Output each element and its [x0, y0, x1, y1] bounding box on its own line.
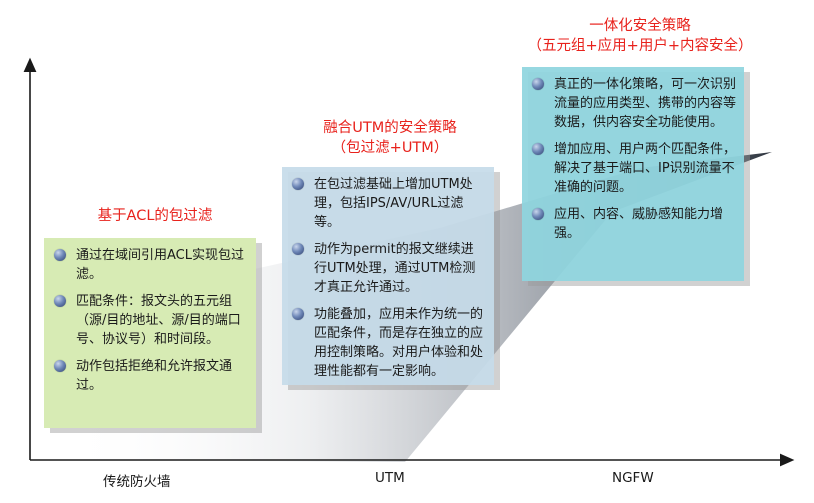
- sphere-bullet-icon: [532, 143, 544, 155]
- sphere-bullet-icon: [54, 295, 66, 307]
- stage-title-utm: 融合UTM的安全策略 （包过滤+UTM）: [290, 118, 490, 158]
- bullet-text: 真正的一体化策略，可一次识别流量的应用类型、携带的内容等数据，供内容安全功能使用…: [554, 77, 737, 130]
- axis-label-ngfw: NGFW: [612, 470, 654, 486]
- bullet-item: 真正的一体化策略，可一次识别流量的应用类型、携带的内容等数据，供内容安全功能使用…: [532, 75, 736, 132]
- sphere-bullet-icon: [292, 308, 304, 320]
- stage-title-acl-line: 基于ACL的包过滤: [97, 208, 213, 224]
- bullet-item: 动作包括拒绝和允许报文通过。: [54, 357, 248, 395]
- bullet-text: 应用、内容、威胁感知能力增强。: [554, 207, 724, 241]
- stage-title-ngfw: 一体化安全策略 （五元组+应用+用户+内容安全）: [510, 16, 770, 56]
- bullet-text: 功能叠加，应用未作为统一的匹配条件，而是存在独立的应用控制策略。对用户体验和处理…: [314, 307, 484, 379]
- bullet-item: 通过在域间引用ACL实现包过滤。: [54, 246, 248, 284]
- sphere-bullet-icon: [532, 208, 544, 220]
- bullet-item: 匹配条件：报文头的五元组（源/目的地址、源/目的端口号、协议号）和时间段。: [54, 292, 248, 349]
- bullet-item: 应用、内容、威胁感知能力增强。: [532, 205, 736, 243]
- panel-ngfw: 真正的一体化策略，可一次识别流量的应用类型、携带的内容等数据，供内容安全功能使用…: [522, 67, 744, 281]
- axis-label-traditional-firewall: 传统防火墙: [103, 474, 171, 490]
- axis-label-utm: UTM: [375, 470, 405, 486]
- stage-title-acl: 基于ACL的包过滤: [70, 206, 240, 226]
- sphere-bullet-icon: [532, 78, 544, 90]
- sphere-bullet-icon: [54, 360, 66, 372]
- bullet-text: 匹配条件：报文头的五元组（源/目的地址、源/目的端口号、协议号）和时间段。: [76, 294, 241, 347]
- bullet-text: 通过在域间引用ACL实现包过滤。: [76, 248, 244, 282]
- sphere-bullet-icon: [292, 243, 304, 255]
- bullet-item: 在包过滤基础上增加UTM处理，包括IPS/AV/URL过滤等。: [292, 175, 486, 232]
- stage-title-ngfw-line2: （五元组+应用+用户+内容安全）: [527, 38, 753, 54]
- bullet-text: 动作为permit的报文继续进行UTM处理，通过UTM检测才真正允许通过。: [314, 242, 476, 295]
- bullet-item: 增加应用、用户两个匹配条件，解决了基于端口、IP识别流量不准确的问题。: [532, 140, 736, 197]
- bullet-item: 功能叠加，应用未作为统一的匹配条件，而是存在独立的应用控制策略。对用户体验和处理…: [292, 305, 486, 381]
- sphere-bullet-icon: [54, 249, 66, 261]
- stage-title-utm-line2: （包过滤+UTM）: [331, 140, 449, 156]
- bullet-text: 增加应用、用户两个匹配条件，解决了基于端口、IP识别流量不准确的问题。: [554, 142, 737, 195]
- stage-title-ngfw-line1: 一体化安全策略: [589, 18, 691, 34]
- bullet-text: 在包过滤基础上增加UTM处理，包括IPS/AV/URL过滤等。: [314, 177, 473, 230]
- sphere-bullet-icon: [292, 178, 304, 190]
- bullet-item: 动作为permit的报文继续进行UTM处理，通过UTM检测才真正允许通过。: [292, 240, 486, 297]
- stage-title-utm-line1: 融合UTM的安全策略: [323, 120, 457, 136]
- panel-acl: 通过在域间引用ACL实现包过滤。 匹配条件：报文头的五元组（源/目的地址、源/目…: [44, 238, 256, 428]
- panel-utm: 在包过滤基础上增加UTM处理，包括IPS/AV/URL过滤等。 动作为permi…: [282, 167, 494, 385]
- bullet-text: 动作包括拒绝和允许报文通过。: [76, 359, 233, 393]
